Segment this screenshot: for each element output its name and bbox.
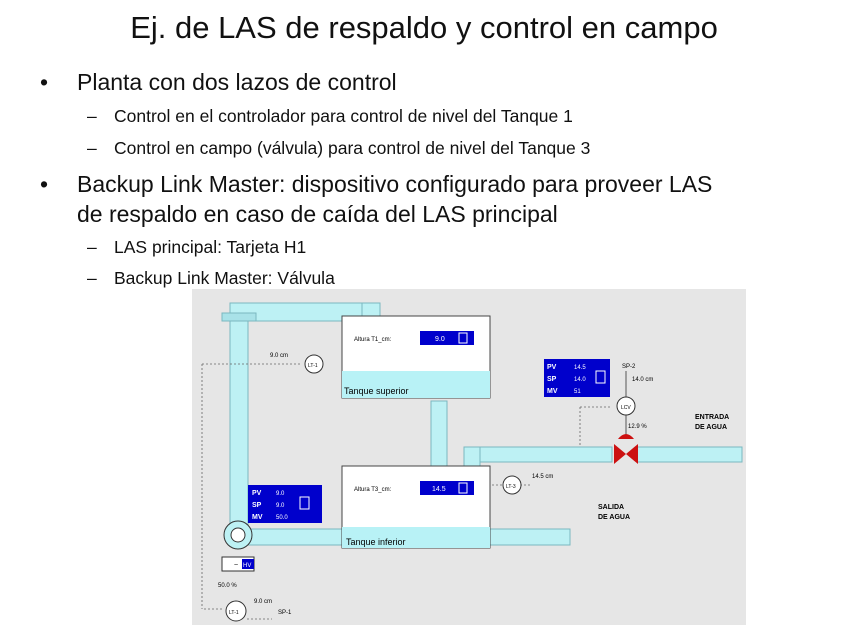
mv-label: MV <box>547 388 558 395</box>
sp-value: 9.0 <box>276 503 285 509</box>
pipe-network <box>221 302 743 546</box>
bottom-lt-value: 9.0 cm <box>254 599 272 605</box>
lt1-tag: LT-1 <box>308 363 318 369</box>
bullet-text: Planta con dos lazos de control <box>77 69 397 95</box>
subbullet-blm: –Backup Link Master: Válvula <box>87 267 335 289</box>
lcv-value: 12.9 % <box>628 424 647 430</box>
dash-marker: – <box>87 138 97 158</box>
tank-upper-label: Tanque superior <box>344 386 409 396</box>
water-in-label-1: ENTRADA <box>695 414 729 421</box>
bar-icon <box>595 370 606 384</box>
dash-marker: – <box>87 237 97 257</box>
pv-label: PV <box>252 490 262 497</box>
bottom-lt-tag: LT-1 <box>229 610 239 616</box>
controller-lcv: LCV 12.9 % SP-2 14.0 cm <box>616 364 653 439</box>
water-out-label-1: SALIDA <box>598 504 624 511</box>
tank-upper-level-label: Altura T1_cm: <box>354 337 392 343</box>
faceplate-valve: PV 14.5 SP 14.0 MV 51 <box>544 359 610 397</box>
lt3-tag: LT-3 <box>506 484 516 490</box>
tank-lower: Altura T3_cm: 14.5 Tanque inferior <box>341 465 491 549</box>
signal-lines <box>201 363 610 620</box>
sp-value: 14.0 <box>574 377 586 383</box>
subbullet-controller: –Control en el controlador para control … <box>87 105 573 127</box>
bar-icon <box>299 496 310 510</box>
subbullet-text: LAS principal: Tarjeta H1 <box>114 237 307 257</box>
lt1-value: 9.0 cm <box>270 353 288 359</box>
process-diagram: Altura T1_cm: 9.0 Tanque superior Altura… <box>192 289 746 625</box>
hv-label: HV <box>243 563 251 569</box>
lt3-value: 14.5 cm <box>532 474 553 480</box>
mv-label: MV <box>252 514 263 521</box>
slide-title: Ej. de LAS de respaldo y control en camp… <box>130 10 718 45</box>
transmitter-bottom: LT-1 9.0 cm SP-1 <box>225 599 292 622</box>
mv-value: 50.0 <box>276 515 288 521</box>
svg-text:~: ~ <box>234 562 238 569</box>
control-valve-icon <box>614 434 638 464</box>
subbullet-las: –LAS principal: Tarjeta H1 <box>87 236 306 258</box>
pv-value: 14.5 <box>574 365 586 371</box>
tank-lower-label: Tanque inferior <box>346 537 406 547</box>
pv-label: PV <box>547 364 557 371</box>
tank-lower-level-value: 14.5 <box>432 486 446 493</box>
pv-value: 9.0 <box>276 491 285 497</box>
water-out-label-2: DE AGUA <box>598 514 630 521</box>
subbullet-field: –Control en campo (válvula) para control… <box>87 137 590 159</box>
tank-upper-level-display <box>420 331 474 345</box>
subbullet-text: Control en campo (válvula) para control … <box>114 138 591 158</box>
faceplate-pump: PV 9.0 SP 9.0 MV 50.0 <box>248 485 322 523</box>
subbullet-text: Control en el controlador para control d… <box>114 106 573 126</box>
transmitter-lt3: LT-3 14.5 cm <box>502 474 553 495</box>
mv-value: 51 <box>574 389 581 395</box>
bar-icon <box>458 482 468 494</box>
tank-upper: Altura T1_cm: 9.0 Tanque superior <box>341 315 491 399</box>
pump-output-value: 50.0 % <box>218 583 237 589</box>
pump-icon: ~ HV 50.0 % <box>218 520 255 589</box>
bullet-marker: • <box>40 69 49 95</box>
sp2-value: 14.0 cm <box>632 377 653 383</box>
dash-marker: – <box>87 268 97 288</box>
bar-icon <box>458 332 468 344</box>
bullet-text-line2: de respaldo en caso de caída del LAS pri… <box>77 201 558 227</box>
transmitter-lt1: LT-1 9.0 cm <box>270 353 324 374</box>
bullet-marker: • <box>40 171 49 197</box>
sp2-tag: SP-2 <box>622 364 636 370</box>
tank-upper-level-value: 9.0 <box>435 336 445 343</box>
dash-marker: – <box>87 106 97 126</box>
sp-label: SP <box>547 376 557 383</box>
subbullet-text: Backup Link Master: Válvula <box>114 268 335 288</box>
lcv-tag: LCV <box>621 405 631 411</box>
bullet-text-line1: Backup Link Master: dispositivo configur… <box>77 171 713 197</box>
tank-lower-level-display <box>420 481 474 495</box>
sp1-tag: SP-1 <box>278 610 292 616</box>
sp-label: SP <box>252 502 262 509</box>
tank-lower-level-label: Altura T3_cm: <box>354 487 392 493</box>
water-in-label-2: DE AGUA <box>695 424 727 431</box>
